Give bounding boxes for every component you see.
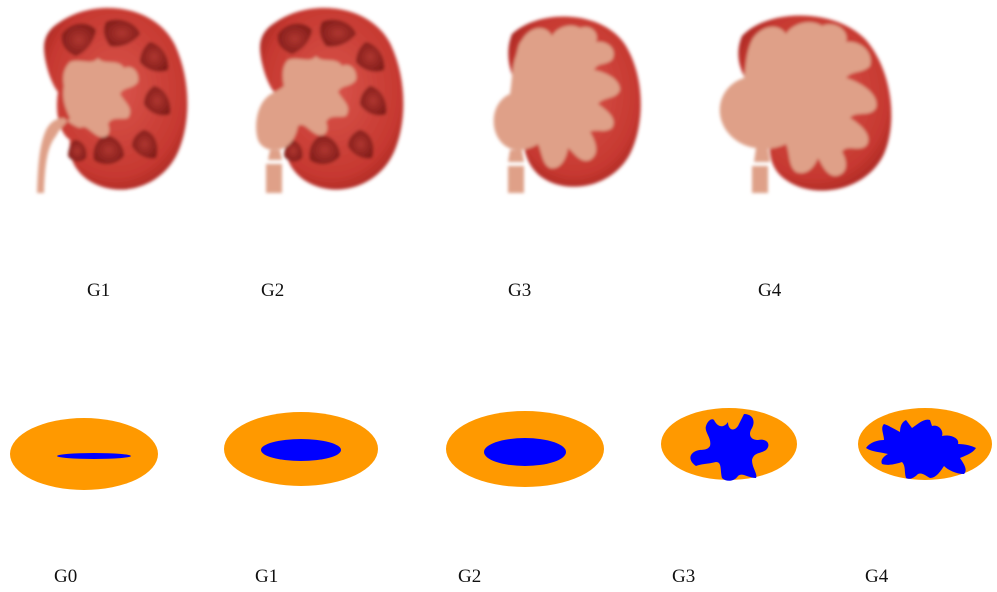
kidney-2-ureter-upper: [268, 150, 282, 160]
kidney-4-ureter-upper: [754, 148, 770, 162]
ultrasound-grade-1: [224, 412, 378, 486]
ultrasound-label-g4: G4: [865, 567, 888, 586]
us-1-fluid: [261, 439, 341, 461]
kidney-grade-1: [37, 8, 187, 193]
kidney-label-g3: G3: [508, 281, 531, 300]
ultrasound-label-g0: G0: [54, 567, 77, 586]
kidney-label-g4: G4: [758, 281, 781, 300]
ultrasound-grade-2: [446, 411, 604, 487]
kidney-grade-2: [256, 8, 403, 193]
kidney-2-ureter-lower: [266, 164, 282, 193]
ultrasound-label-g3: G3: [672, 567, 695, 586]
ultrasound-grade-0: [10, 418, 158, 490]
ultrasound-grade-4: [858, 408, 992, 480]
kidney-4-ureter-lower: [752, 166, 768, 193]
kidney-3-ureter-lower: [508, 166, 524, 193]
kidney-grade-3: [494, 16, 641, 193]
kidney-grade-4: [720, 15, 892, 193]
us-0-fluid-slit: [57, 453, 131, 459]
ultrasound-grade-3: [661, 408, 797, 481]
kidney-label-g1: G1: [87, 281, 110, 300]
ultrasound-label-g2: G2: [458, 567, 481, 586]
kidney-3-ureter-upper: [508, 150, 524, 162]
kidney-label-g2: G2: [261, 281, 284, 300]
ultrasound-label-g1: G1: [255, 567, 278, 586]
us-2-fluid: [484, 438, 566, 466]
